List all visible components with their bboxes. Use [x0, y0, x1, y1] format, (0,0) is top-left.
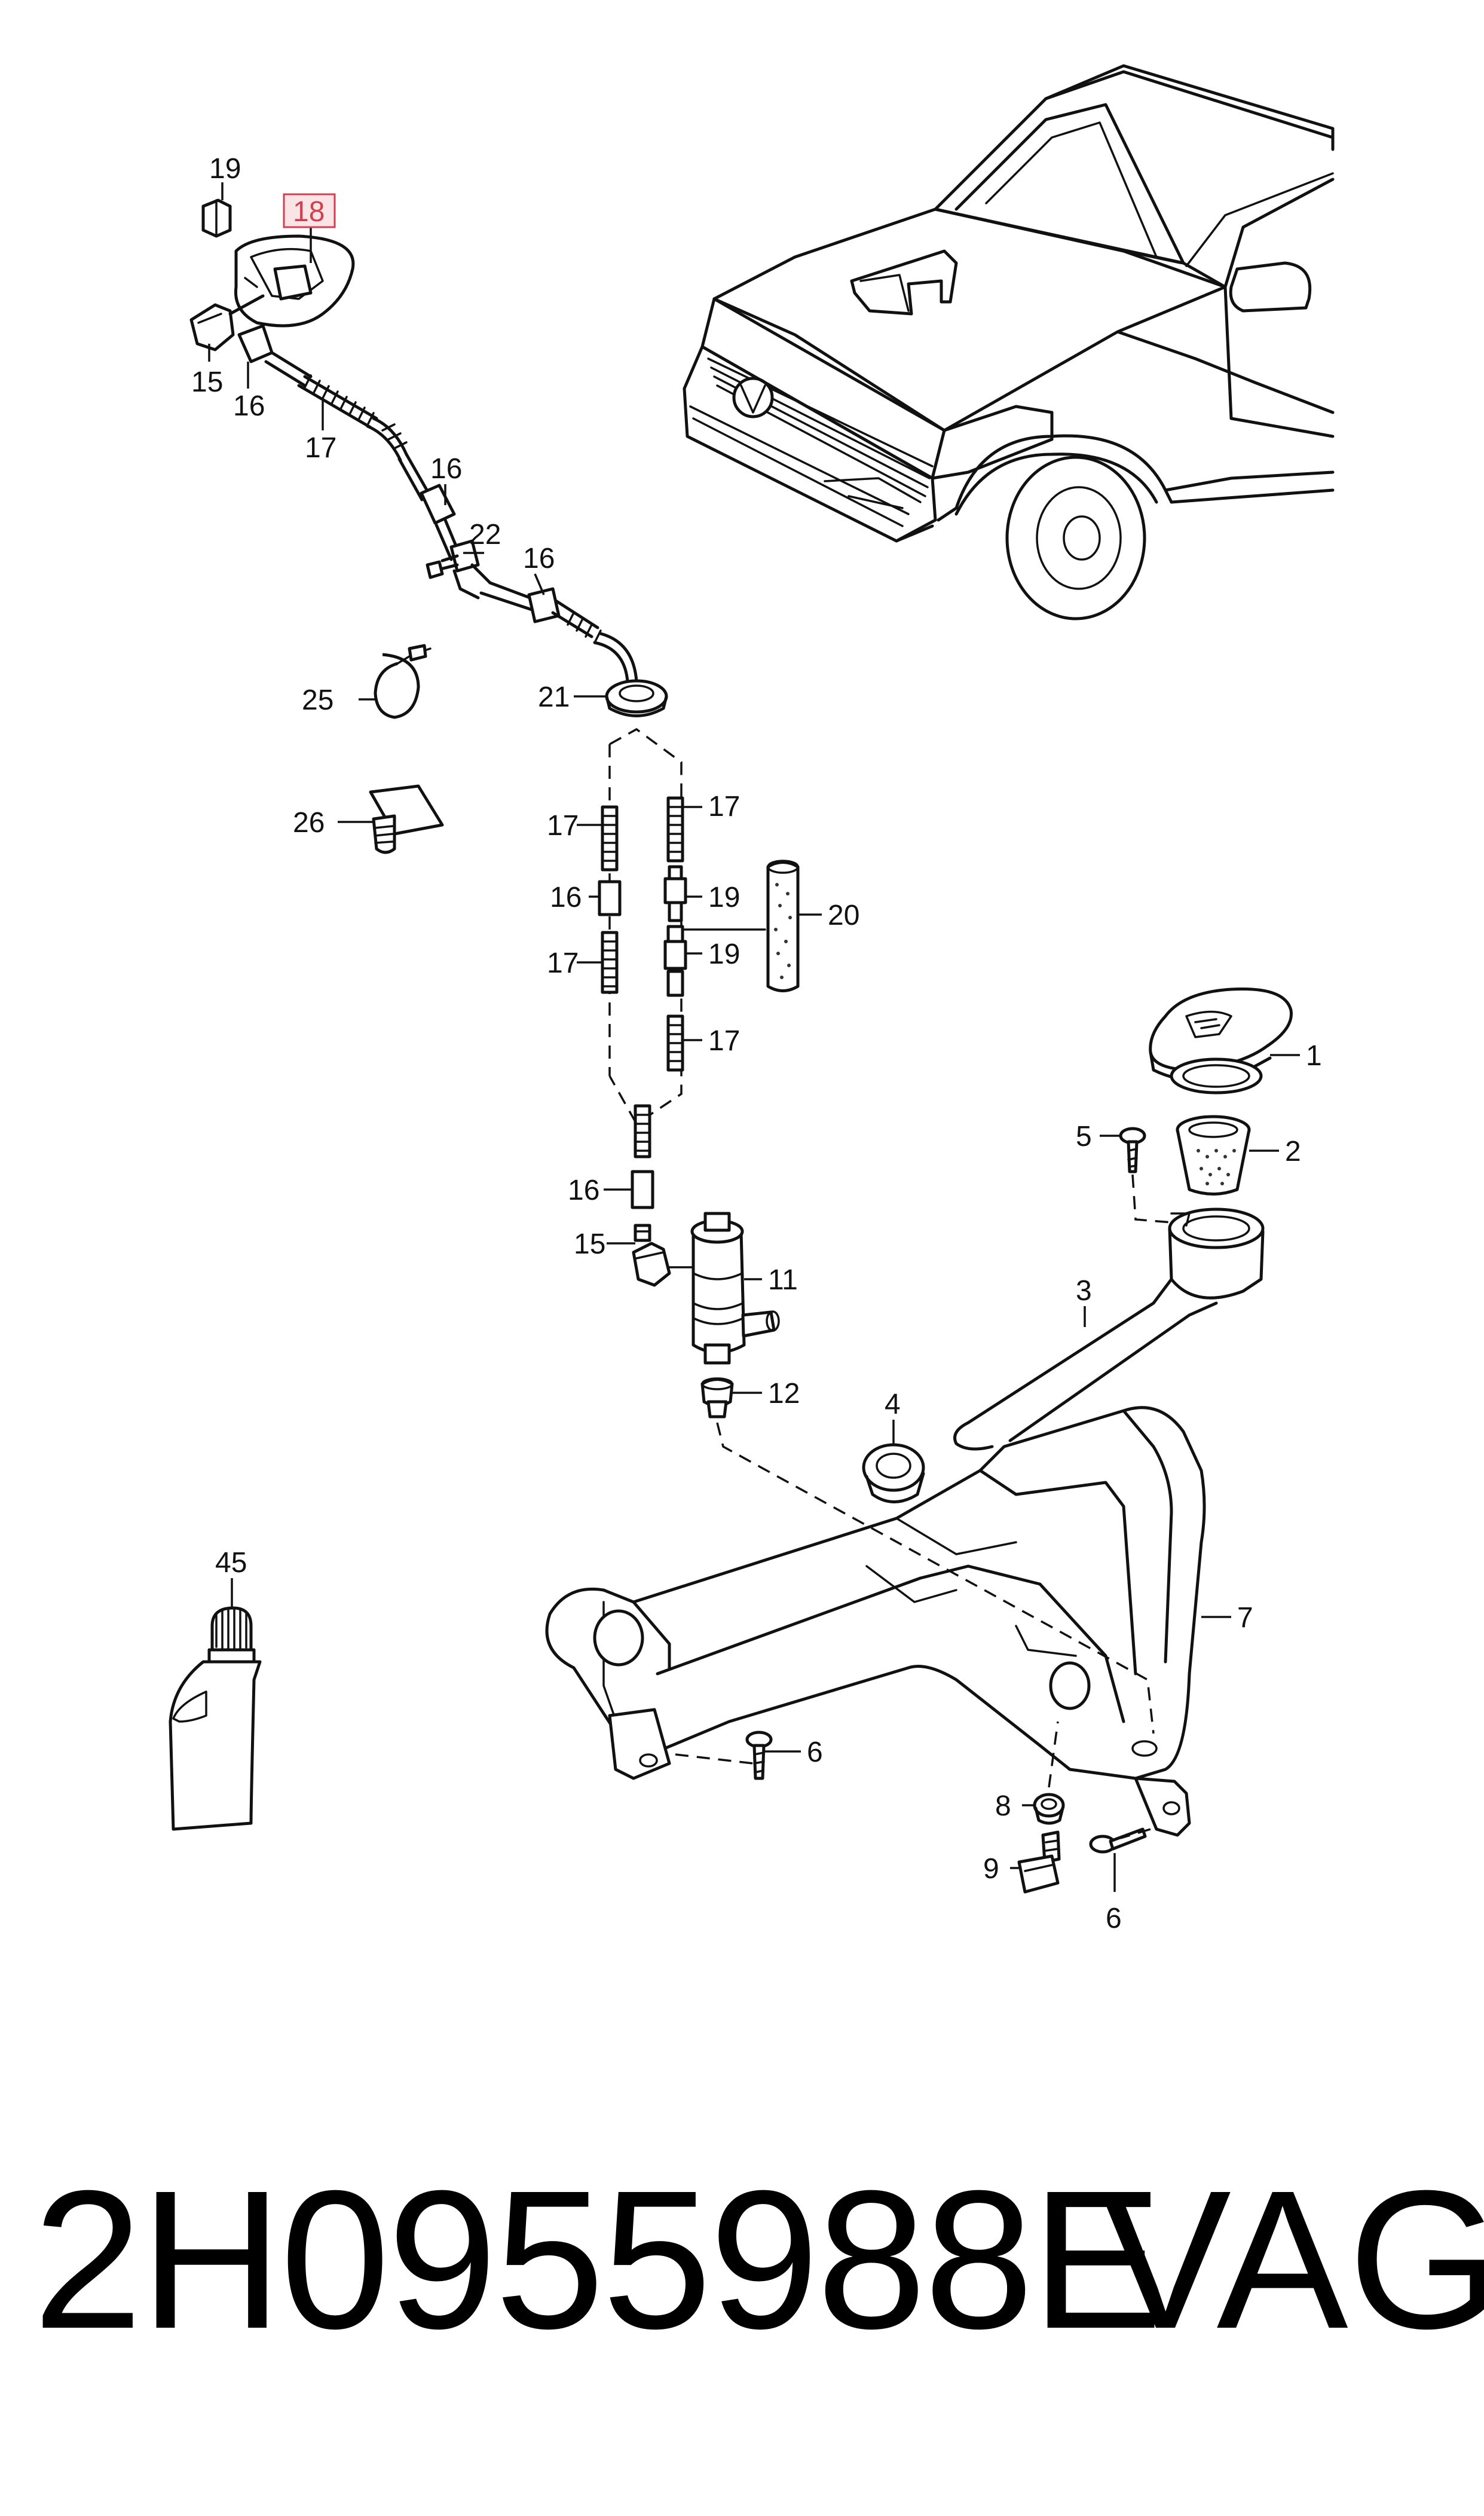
callout-26: 26 [293, 807, 325, 839]
clip-26 [369, 784, 444, 854]
level-sensor-9 [1017, 1830, 1061, 1894]
brand-name: VAG [1100, 2149, 1484, 2370]
callout-15: 15 [191, 366, 223, 398]
callout-17: 17 [305, 432, 336, 464]
callout-labels: 19 18 15 16 17 16 22 16 25 26 21 17 17 1… [191, 153, 1322, 1934]
callout-20: 20 [828, 900, 859, 931]
callout-19: 19 [708, 882, 740, 913]
callout-7: 7 [1237, 1602, 1253, 1634]
callout-leaders [208, 182, 1300, 1892]
screw-5 [1119, 1127, 1146, 1173]
callout-17: 17 [547, 810, 579, 842]
callout-8: 8 [995, 1790, 1011, 1822]
strainer-mesh [1197, 1149, 1236, 1185]
pump-seal-12 [700, 1377, 734, 1419]
callout-23: 18 [293, 196, 325, 228]
callout-17: 17 [708, 791, 740, 823]
grommet-4 [862, 1443, 925, 1503]
callout-11: 11 [768, 1264, 798, 1296]
strainer-2 [1176, 1115, 1251, 1196]
callout-6: 6 [1106, 1903, 1122, 1934]
callout-5: 5 [1076, 1121, 1092, 1152]
cable-tie-25 [374, 644, 432, 719]
callout-16: 16 [568, 1175, 599, 1206]
washer-nozzle-assembly [189, 198, 638, 683]
callout-17: 17 [547, 947, 579, 979]
callout-18: 19 [708, 938, 740, 970]
foam-texture [774, 883, 792, 979]
callout-3: 3 [1076, 1275, 1092, 1307]
callout-24: 19 [209, 153, 241, 185]
callout-16: 16 [523, 543, 555, 574]
callout-12: 12 [768, 1378, 800, 1410]
hose-variants-group [598, 727, 766, 1126]
callout-6: 6 [807, 1737, 823, 1768]
footer: 2H0955988E VAG [0, 2128, 1484, 2427]
callout-17: 17 [708, 1025, 740, 1057]
screw-6-b [1089, 1827, 1147, 1854]
callout-16: 16 [550, 882, 582, 913]
callout-4: 4 [885, 1389, 901, 1420]
foam-sleeve-20 [766, 860, 800, 992]
callout-9: 9 [983, 1853, 999, 1885]
callout-45: 45 [215, 1547, 247, 1579]
callout-16: 16 [430, 453, 462, 485]
fluid-bottle-45 [169, 1606, 262, 1831]
grommet-21 [605, 679, 668, 717]
part-number: 2H0955988E [33, 2149, 1163, 2370]
callout-23-highlight-box [283, 193, 336, 228]
grommet-8 [1033, 1793, 1065, 1825]
callout-16: 16 [233, 390, 265, 422]
callout-15: 15 [574, 1228, 605, 1260]
screw-6-a [745, 1731, 773, 1780]
ribbed-hose-17 [297, 375, 378, 429]
washer-pump-11 [632, 1212, 780, 1365]
callout-21: 21 [538, 681, 570, 713]
exploded-parts-diagram: 19 18 15 16 17 16 22 16 25 26 21 17 17 1… [169, 64, 1335, 1934]
callout-2: 2 [1285, 1136, 1301, 1167]
hose-to-pump [631, 1104, 654, 1242]
vehicle-illustration [683, 64, 1335, 620]
callout-22: 22 [469, 519, 501, 551]
callout-25: 25 [302, 684, 333, 716]
filler-neck-3 [953, 1207, 1265, 1451]
washer-reservoir-7 [545, 1406, 1206, 1837]
callout-1: 1 [1306, 1040, 1322, 1072]
